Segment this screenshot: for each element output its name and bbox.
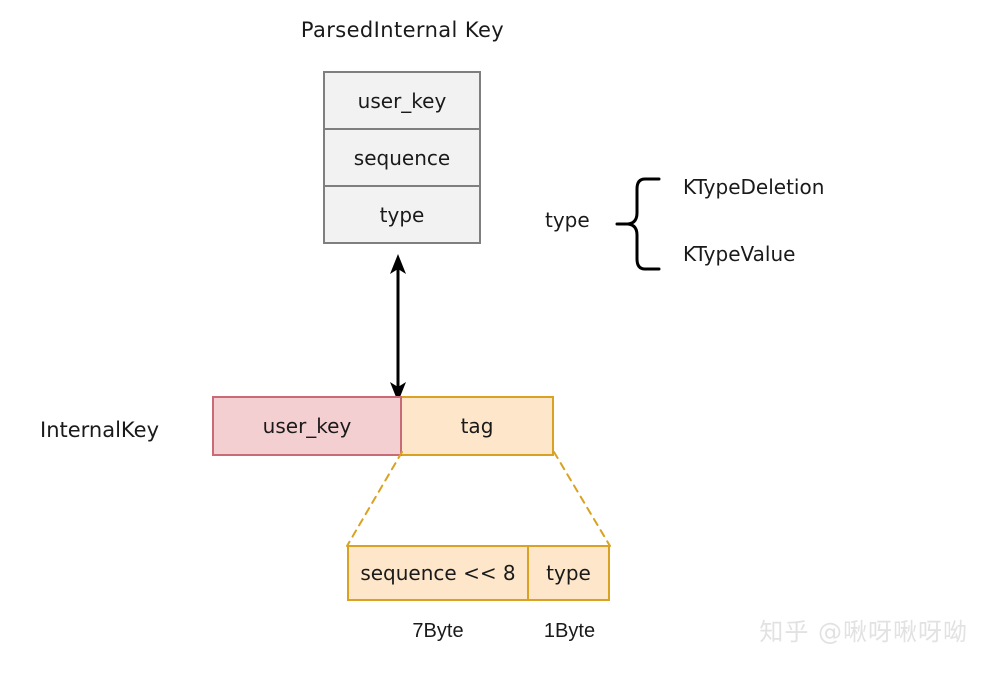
parsed-key-row-type: type	[325, 185, 479, 242]
parsed-internal-key-box: user_key sequence type	[323, 71, 481, 244]
type-option-ktypevalue: KTypeValue	[683, 242, 796, 266]
tag-expansion-connectors	[340, 450, 620, 550]
curly-brace-icon	[615, 175, 661, 277]
tag-detail-segment-sequence: sequence << 8	[347, 545, 529, 601]
internal-key-segment-user-key: user_key	[212, 396, 402, 456]
tag-detail-size-type: 1Byte	[543, 620, 596, 642]
double-headed-arrow-icon	[390, 254, 406, 402]
type-option-ktypedeletion: KTypeDeletion	[683, 175, 825, 199]
internal-key-bar: user_key tag	[212, 396, 554, 456]
parsed-key-row-user-key: user_key	[357, 88, 447, 113]
double-headed-arrow	[382, 252, 414, 404]
internal-key-label: InternalKey	[40, 418, 160, 442]
parsed-key-row-sequence: sequence	[325, 128, 479, 185]
tag-detail-size-sequence: 7Byte	[412, 620, 464, 642]
diagram-title: ParsedInternal Key	[300, 18, 505, 42]
tag-detail-bar: sequence << 8 type	[347, 545, 610, 601]
type-annotation-group: type KTypeDeletion KTypeValue	[545, 170, 885, 280]
type-annotation-label: type	[545, 208, 590, 232]
internal-key-segment-tag: tag	[402, 396, 554, 456]
tag-detail-segment-type: type	[529, 545, 610, 601]
watermark: 知乎 @啾呀啾呀呦	[759, 618, 968, 646]
